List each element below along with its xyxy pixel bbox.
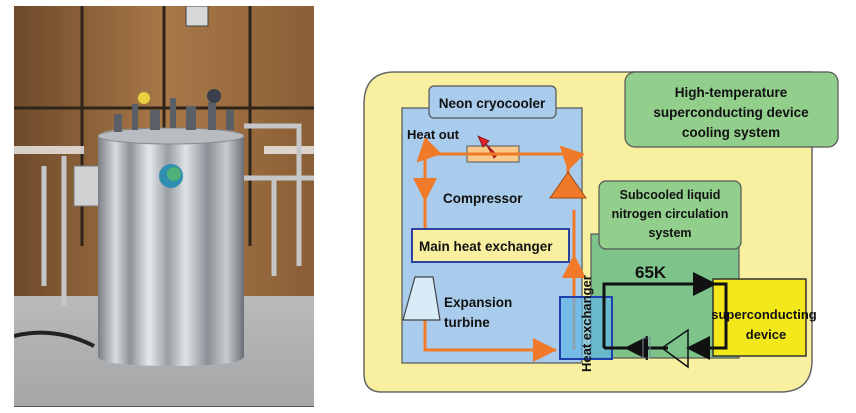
main-heat-exchanger bbox=[411, 228, 570, 263]
wall-fan bbox=[185, 6, 209, 27]
ln2-title-line-3: system bbox=[648, 226, 691, 240]
system-title-line-3: cooling system bbox=[682, 125, 780, 140]
system-title-box: High-temperature superconducting device … bbox=[624, 71, 839, 148]
system-title-line-1: High-temperature bbox=[675, 85, 788, 100]
filter-icon bbox=[642, 336, 651, 360]
ln2-pump-icon bbox=[660, 328, 689, 369]
superconducting-device bbox=[712, 278, 807, 357]
top-valves bbox=[114, 89, 234, 132]
cryostat-vessel bbox=[98, 128, 244, 366]
expansion-turbine-label-1: Expansion bbox=[444, 295, 512, 310]
ln2-title-line-2: nitrogen circulation bbox=[612, 207, 729, 221]
compressor-icon bbox=[549, 171, 587, 199]
heat-out-label: Heat out bbox=[407, 127, 460, 142]
heat-exchanger-label: Heat exchanger bbox=[579, 275, 594, 372]
expansion-turbine-label-2: turbine bbox=[444, 315, 490, 330]
neon-cryocooler-title: Neon cryocooler bbox=[428, 85, 557, 119]
temperature-label: 65K bbox=[635, 263, 667, 282]
ln2-flow-loop bbox=[602, 272, 728, 360]
main-heat-exchanger-label: Main heat exchanger bbox=[419, 239, 553, 254]
device-label-1: superconducting bbox=[711, 307, 817, 322]
pipework bbox=[41, 123, 314, 306]
system-title-line-2: superconducting device bbox=[653, 105, 809, 120]
ln2-title-line-1: Subcooled liquid bbox=[620, 188, 721, 202]
cryostat-photo-art bbox=[14, 6, 314, 406]
cryostat-photo bbox=[14, 6, 314, 407]
ln2-title-box: Subcooled liquid nitrogen circulation sy… bbox=[598, 180, 742, 250]
compressor-label: Compressor bbox=[443, 191, 523, 206]
neon-cryocooler-label: Neon cryocooler bbox=[439, 96, 546, 111]
device-label-2: device bbox=[746, 327, 786, 342]
expansion-turbine-icon bbox=[402, 276, 441, 321]
